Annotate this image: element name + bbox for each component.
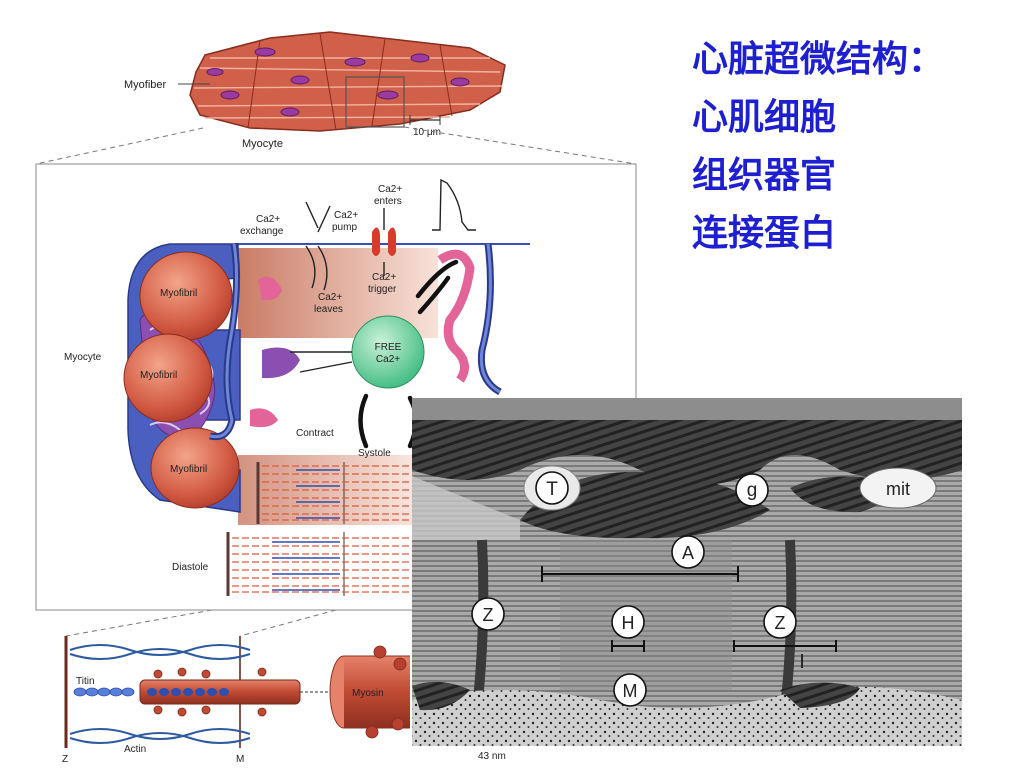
myofibril-label-1: Myofibril [160,288,197,299]
myofiber-illustration [178,31,506,132]
title-line-1: 心脏超微结构： [692,38,945,80]
ca-leaves-label-1: Ca2+ [318,292,342,303]
ca-enters-label-1: Ca2+ [378,184,402,195]
free-ca-label-2: Ca2+ [376,354,400,365]
micrograph-label-g: g [747,480,758,501]
myofibril-label-2: Myofibril [140,370,177,381]
diastole-label: Diastole [172,562,209,573]
micrograph-label-mit: mit [886,479,910,499]
slide-title: 心脏超微结构： 心肌细胞 组织器官 连接蛋白 [692,30,1022,262]
nm-label: 43 nm [478,751,506,762]
titin-label: Titin [76,676,95,687]
ca-exchange-label-2: exchange [240,226,284,237]
myofiber-label: Myofiber [124,79,167,91]
title-line-4: 连接蛋白 [692,212,837,254]
electron-micrograph [412,398,962,746]
ca-trigger-label-1: Ca2+ [372,272,396,283]
myocyte-top-label: Myocyte [242,138,283,150]
micrograph-label-h: H [622,613,635,633]
free-ca-label-1: FREE [375,342,402,353]
cell-diagram [123,178,530,596]
ca-exchange-label-1: Ca2+ [256,214,280,225]
scale-bar [409,115,441,125]
micrograph-label-z-left: Z [483,605,494,625]
actin-label: Actin [124,744,146,755]
systole-label: Systole [358,448,391,459]
ca-leaves-label-2: leaves [314,304,343,315]
scale-bar-label: 10 μm [413,127,441,138]
contract-label: Contract [296,428,334,439]
title-line-2: 心肌细胞 [692,96,837,138]
z-label: Z [62,754,68,765]
micrograph-label-a: A [682,543,694,563]
ca-pump-label-1: Ca2+ [334,210,358,221]
micrograph-label-t: T [546,479,558,500]
ca-enters-label-2: enters [374,196,402,207]
zoom-connectors [35,126,637,637]
ca-pump-label-2: pump [332,222,357,233]
micrograph-label-z-right: Z [775,613,786,633]
sarcomere-detail [64,636,410,748]
myofibril-label-3: Myofibril [170,464,207,475]
title-line-3: 组织器官 [692,154,837,196]
micrograph-label-m: M [623,681,638,701]
m-label: M [236,754,244,765]
micrograph-label-i: I [799,651,805,673]
ca-trigger-label-2: trigger [368,284,397,295]
myocyte-side-label: Myocyte [64,352,102,363]
myosin-label: Myosin [352,688,384,699]
